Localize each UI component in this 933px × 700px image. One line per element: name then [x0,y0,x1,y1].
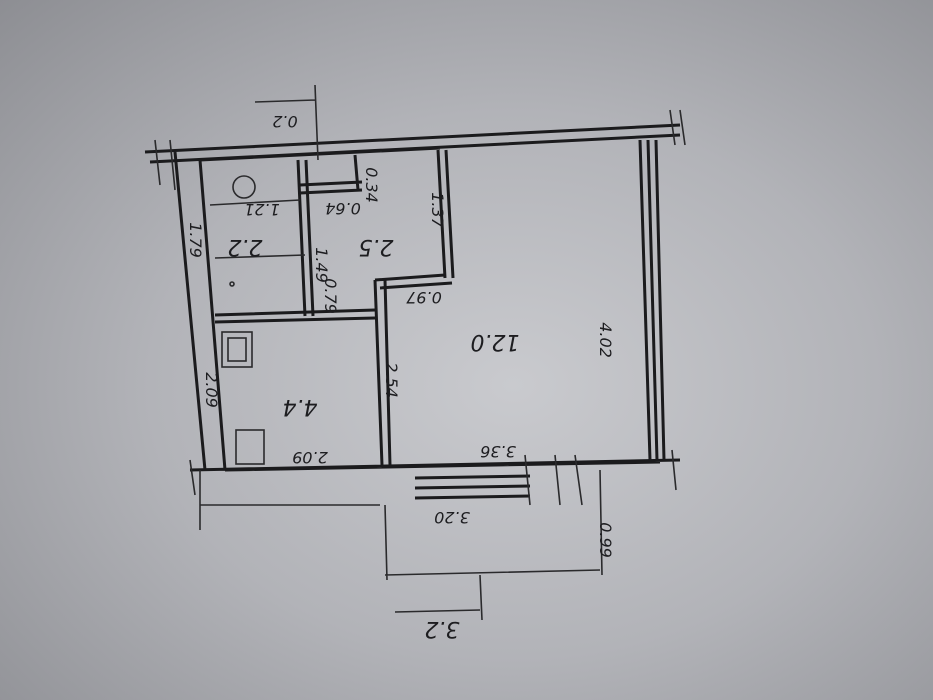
label-kitchen-width: 2.09 [292,448,328,467]
label-left-wall-upper: 1.79 [186,222,205,258]
label-kitchen-area: 4.4 [283,394,318,419]
label-closet-width: 0.64 [325,199,361,218]
window-and-balcony [199,84,603,621]
label-bath-area: 2.2 [228,234,263,259]
label-balcony-depth: 0.99 [596,522,615,558]
label-balcony-offset: 0.2 [272,112,297,131]
label-balcony-area: 3.2 [425,616,460,641]
label-room-length: 3.36 [480,442,516,461]
label-closet-depth: 0.34 [362,167,381,203]
label-bath-length: 1.49 [312,247,331,283]
label-room-width: 4.02 [596,322,615,358]
label-bath-width: 1.21 [244,200,280,219]
label-kitchen-length: 2.54 [382,362,401,398]
dimension-labels: 0.2 0.34 0.64 1.21 2.2 2.5 1.37 1.49 0.7… [186,112,615,641]
label-room-area: 12.0 [471,329,520,354]
interior-walls [209,149,455,466]
label-hall-length: 1.37 [428,192,447,228]
label-hall-area: 2.5 [359,234,394,259]
label-door-width: 0.79 [321,278,340,314]
outer-walls [144,109,686,496]
fixtures [221,175,265,465]
label-balcony-length: 3.20 [434,508,470,527]
label-hall-step: 0.97 [405,288,441,307]
label-left-wall-lower: 2.09 [202,372,221,408]
